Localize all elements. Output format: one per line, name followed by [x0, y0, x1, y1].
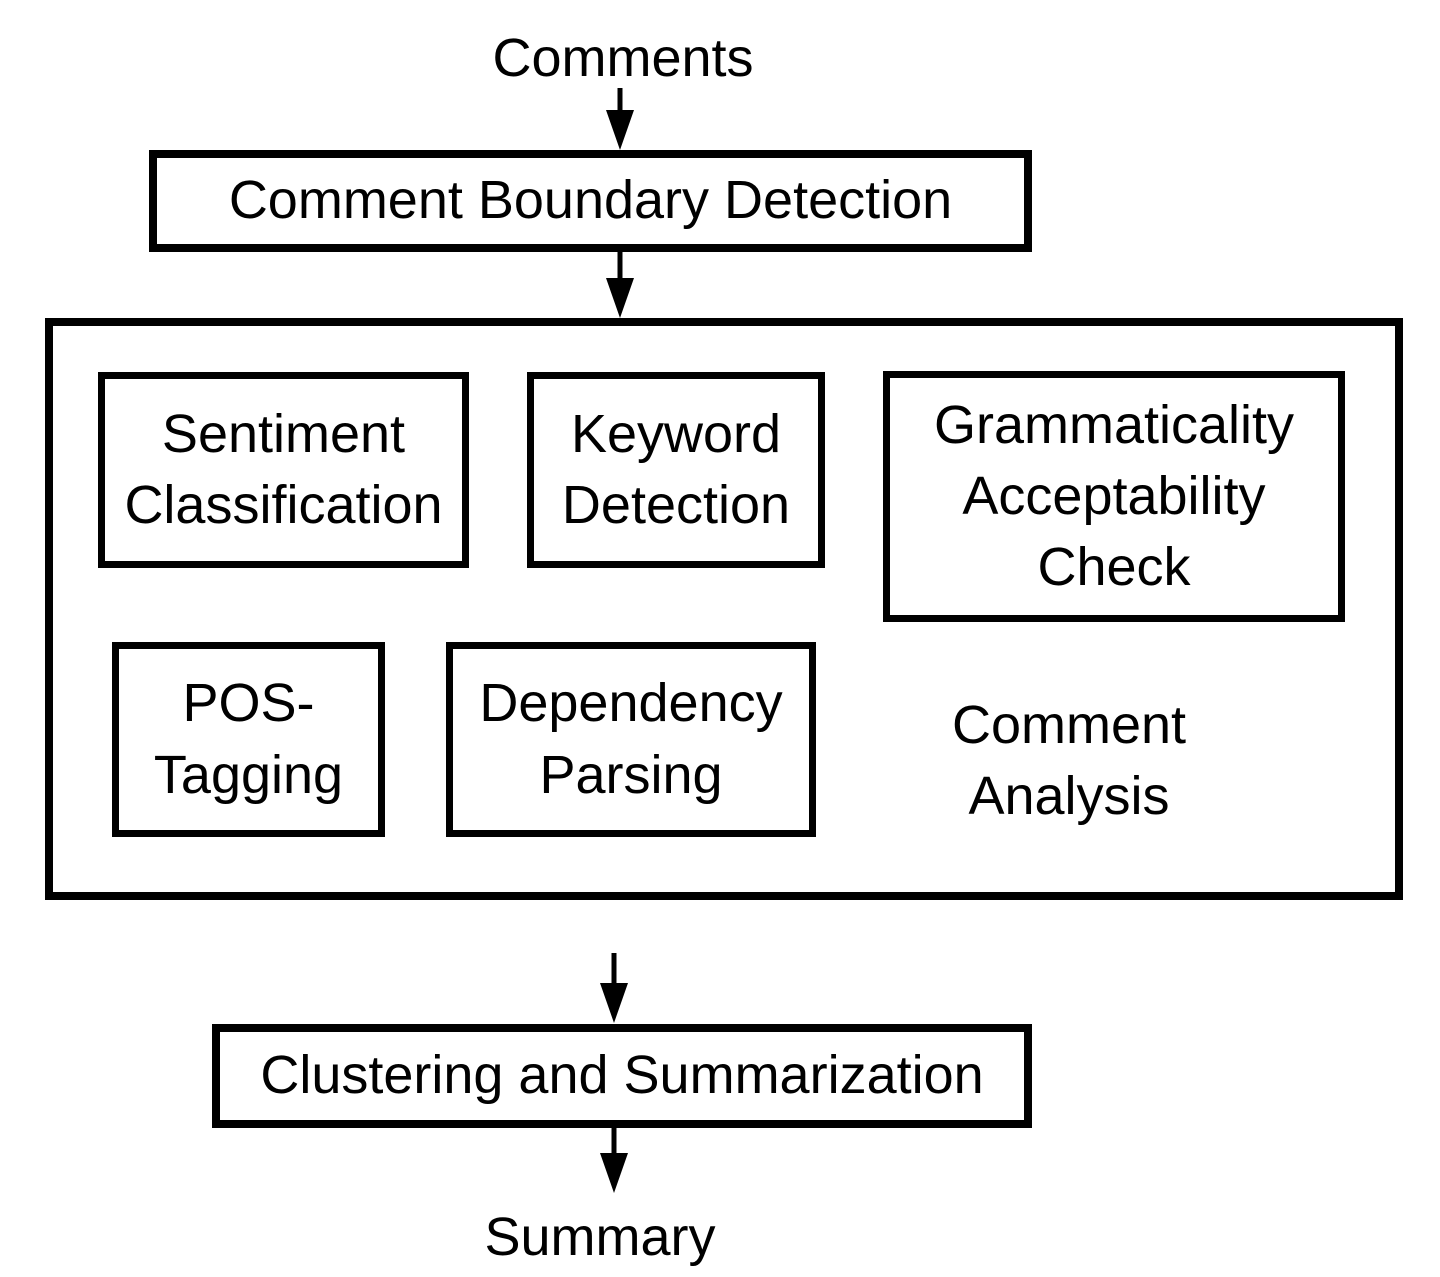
node-sentiment-classification-label: Sentiment Classification [124, 403, 443, 535]
node-grammaticality-acceptability-check-label: Grammaticality Acceptability Check [933, 394, 1295, 598]
arrow-down-icon [600, 1128, 628, 1193]
node-pos-tagging: POS- Tagging [112, 642, 385, 837]
node-comment-boundary-detection-label: Comment Boundary Detection [228, 170, 953, 231]
node-comments-label: Comments [492, 28, 754, 88]
node-clustering-and-summarization-label: Clustering and Summarization [260, 1045, 984, 1106]
arrow-down-icon [600, 953, 628, 1023]
node-dependency-parsing: Dependency Parsing [446, 642, 816, 837]
arrow-down-icon [606, 88, 634, 150]
node-pos-tagging-label: POS- Tagging [153, 673, 344, 805]
node-keyword-detection-label: Keyword Detection [561, 403, 791, 535]
node-clustering-and-summarization: Clustering and Summarization [212, 1024, 1032, 1128]
node-grammaticality-acceptability-check: Grammaticality Acceptability Check [883, 371, 1345, 622]
node-summary-label: Summary [484, 1207, 716, 1267]
node-sentiment-classification: Sentiment Classification [98, 372, 469, 568]
node-comment-analysis-group-label: Comment Analysis [951, 695, 1187, 827]
arrow-down-icon [606, 252, 634, 318]
node-comment-boundary-detection: Comment Boundary Detection [149, 150, 1032, 252]
node-keyword-detection: Keyword Detection [527, 372, 825, 568]
node-comment-analysis-container: Sentiment Classification Keyword Detecti… [45, 318, 1403, 900]
node-dependency-parsing-label: Dependency Parsing [479, 673, 783, 805]
